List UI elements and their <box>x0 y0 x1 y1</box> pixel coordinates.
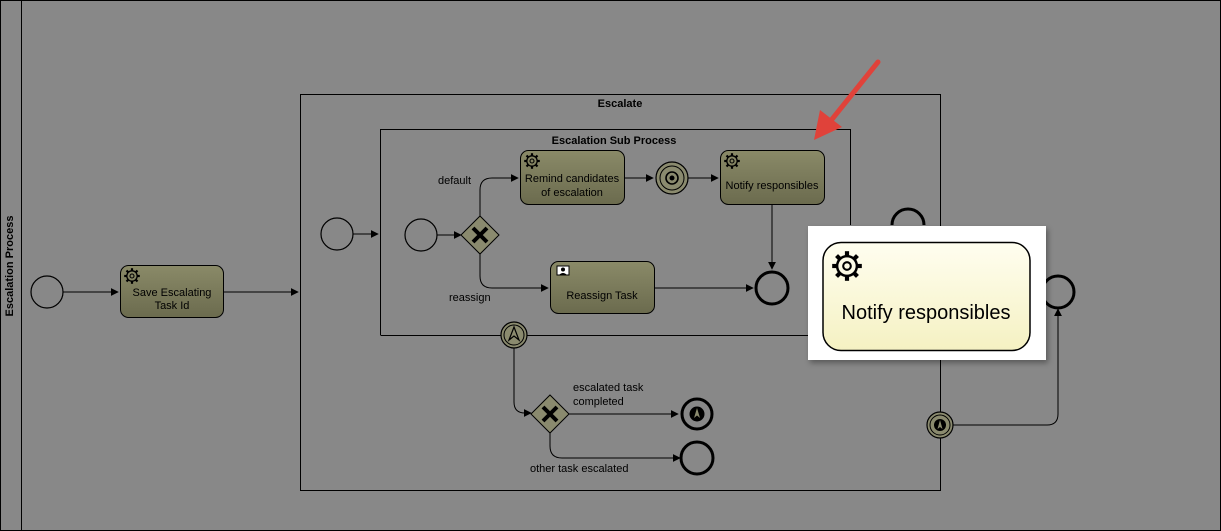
exclusive-gateway-x-icon <box>471 226 489 244</box>
flow-other-label: other task escalated <box>530 463 628 475</box>
outer-intermediate-event[interactable] <box>890 207 926 226</box>
exclusive-gateway-x-icon <box>541 405 559 423</box>
reassign-task-label: Reassign Task <box>566 290 638 302</box>
escalate-title: Escalate <box>598 98 643 110</box>
flow-reassign[interactable] <box>479 254 549 292</box>
flow-escalated-label-1: escalated task <box>573 382 644 394</box>
notify-responsibles-zoomed[interactable]: Notify responsibles <box>822 241 1031 352</box>
escalation-event-icon <box>665 171 679 185</box>
save-task-label-2: Task Id <box>155 300 190 312</box>
flow-default[interactable] <box>479 174 519 216</box>
outer-boundary-event[interactable] <box>926 411 954 439</box>
remind-label-2: of escalation <box>541 187 603 199</box>
flow-escalated-label-2: completed <box>573 396 624 408</box>
pool-label: Escalation Process <box>4 216 16 317</box>
reassign-task[interactable]: Reassign Task <box>550 261 655 314</box>
pool-lane: Escalation Process <box>4 0 22 531</box>
remind-label-1: Remind candidates <box>525 173 620 185</box>
user-icon <box>556 265 570 276</box>
save-escalating-task[interactable]: Save Escalating Task Id <box>120 265 224 318</box>
notify-label: Notify responsibles <box>726 180 819 192</box>
subprocess-end-event[interactable] <box>754 270 790 306</box>
exclusive-gateway-2[interactable] <box>530 394 570 434</box>
boundary-escalation-event[interactable] <box>500 321 528 349</box>
escalation-sub-process[interactable]: Escalation Sub Process <box>380 129 851 336</box>
red-annotation-arrow <box>814 59 881 140</box>
other-end-event[interactable] <box>679 440 715 476</box>
intermediate-event[interactable] <box>655 161 689 195</box>
escalation-sub-process-title: Escalation Sub Process <box>552 135 677 147</box>
flow-boundary-to-end[interactable] <box>953 308 1062 426</box>
remind-candidates-task[interactable]: Remind candidates of escalation <box>520 150 625 205</box>
flow-boundary-to-gateway[interactable] <box>513 348 532 417</box>
flow-reassign-label: reassign <box>449 292 491 304</box>
save-task-label-1: Save Escalating <box>133 287 212 299</box>
flow-other-escalated[interactable] <box>549 433 681 462</box>
escalation-end-event[interactable] <box>680 397 714 431</box>
zoom-notify-label: Notify responsibles <box>842 302 1011 324</box>
flow-default-label: default <box>438 175 471 187</box>
escalation-event-icon <box>507 325 521 342</box>
zoom-callout: Notify responsibles <box>808 226 1046 360</box>
notify-responsibles-task[interactable]: Notify responsibles <box>720 150 825 205</box>
